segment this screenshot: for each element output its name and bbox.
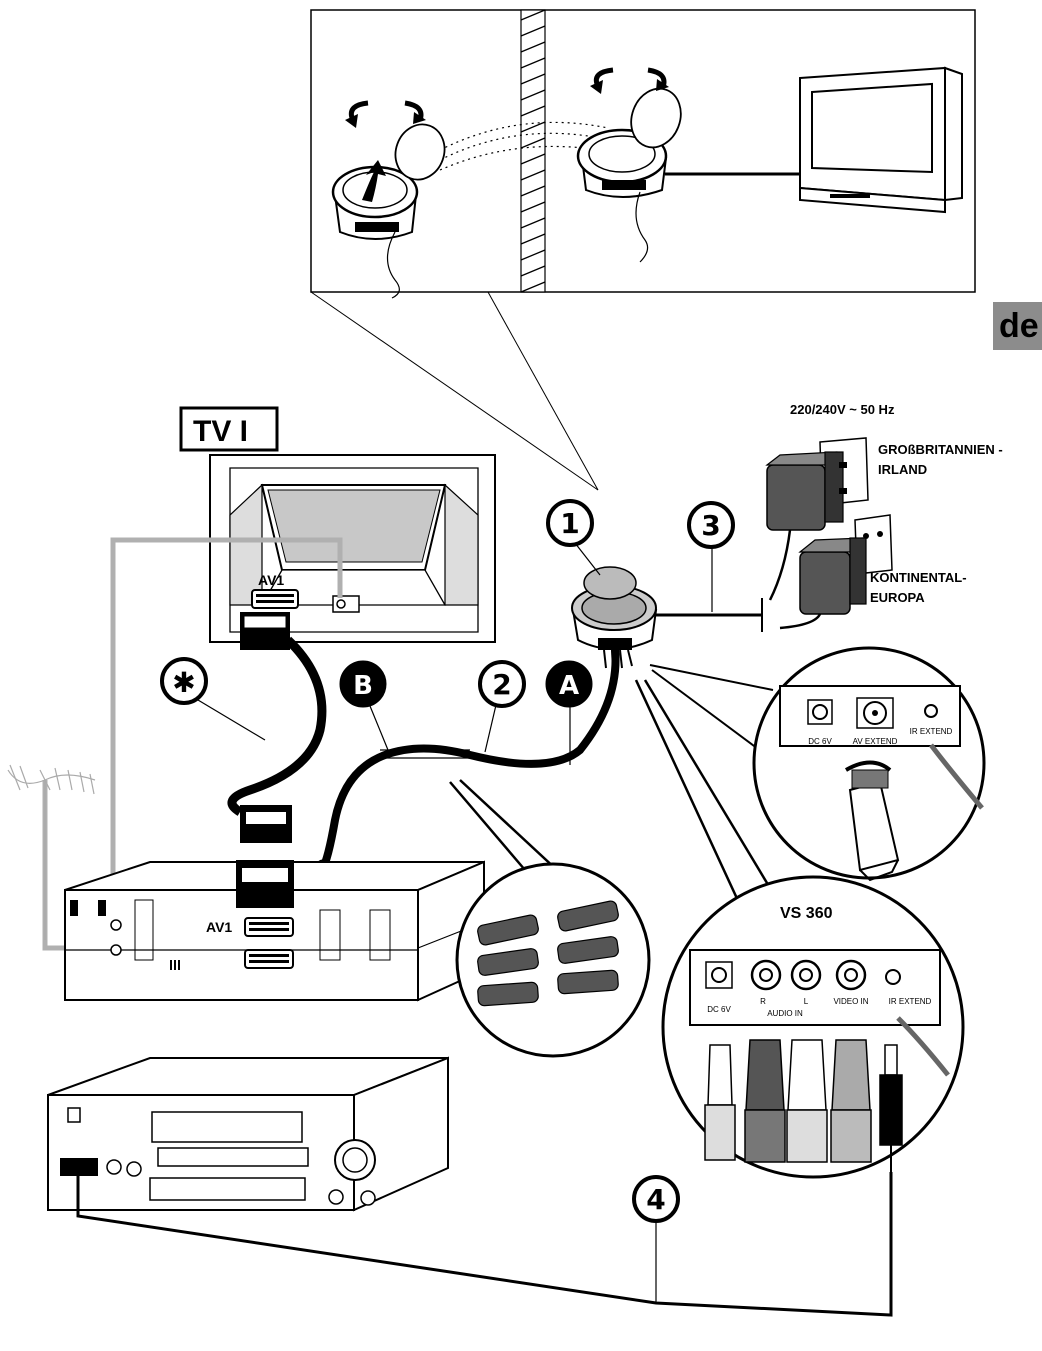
inset-sender — [331, 100, 446, 299]
lower-audio-label: AUDIO IN — [767, 1009, 803, 1018]
eu-label-2: EUROPA — [870, 590, 925, 605]
power-label: 220/240V ~ 50 Hz — [790, 402, 895, 417]
tv-label: TV I — [193, 415, 248, 448]
svg-text:1: 1 — [560, 507, 579, 540]
uk-label-2: IRLAND — [878, 462, 927, 477]
callout-b: B — [339, 660, 387, 708]
upper-dc-label: DC 6V — [808, 737, 832, 746]
callout-star: ✱ — [160, 657, 208, 705]
inset-panel — [310, 9, 976, 491]
svg-text:A: A — [559, 671, 579, 701]
tv-back: TV I AV1 — [179, 406, 496, 643]
vcr-av1-label: AV1 — [206, 919, 232, 935]
svg-text:B: B — [353, 671, 373, 701]
lower-l-label: L — [804, 997, 809, 1006]
callout-3: 3 — [687, 501, 735, 549]
callout-2: 2 — [478, 660, 526, 708]
sender-device — [571, 566, 658, 671]
inset-receiver — [576, 67, 800, 263]
audio-device — [47, 1056, 449, 1212]
lower-dc-label: DC 6V — [707, 1005, 731, 1014]
upper-ir-label: IR EXTEND — [910, 727, 953, 736]
lower-video-label: VIDEO IN — [833, 997, 868, 1006]
callout-a: A — [545, 660, 593, 708]
callout-4: 4 — [632, 1175, 680, 1223]
upper-av-label: AV EXTEND — [853, 737, 898, 746]
model-label: VS 360 — [780, 905, 833, 922]
uk-label-1: GROßBRITANNIEN - — [878, 442, 1003, 457]
scart-cable — [227, 612, 327, 843]
svg-text:4: 4 — [646, 1183, 665, 1216]
lower-socket-zoom: VS 360 DC 6V R L AUDIO IN VIDEO IN IR EX… — [634, 679, 965, 1179]
language-tab: de — [993, 302, 1042, 350]
rca-zoom — [449, 779, 651, 1058]
eu-adapter — [779, 514, 893, 630]
eu-label-1: KONTINENTAL- — [870, 570, 967, 585]
vcr: AV1 — [64, 860, 485, 1002]
svg-text:3: 3 — [701, 509, 720, 542]
inset-tv — [799, 66, 963, 214]
svg-text:✱: ✱ — [172, 666, 195, 699]
lower-ir-label: IR EXTEND — [889, 997, 932, 1006]
ir-extend-cable — [76, 1172, 893, 1317]
callout-1: 1 — [546, 499, 594, 547]
antenna — [7, 764, 96, 940]
callout-leaders — [197, 542, 713, 1303]
power-section: 220/240V ~ 50 Hz GROßBRITANNIEN - IRLAND… — [652, 402, 1003, 632]
uk-adapter — [765, 437, 869, 601]
lower-r-label: R — [760, 997, 766, 1006]
svg-text:2: 2 — [492, 668, 511, 701]
upper-socket-zoom: DC 6V AV EXTEND IR EXTEND — [649, 646, 986, 882]
tv-av1-label: AV1 — [258, 572, 284, 588]
